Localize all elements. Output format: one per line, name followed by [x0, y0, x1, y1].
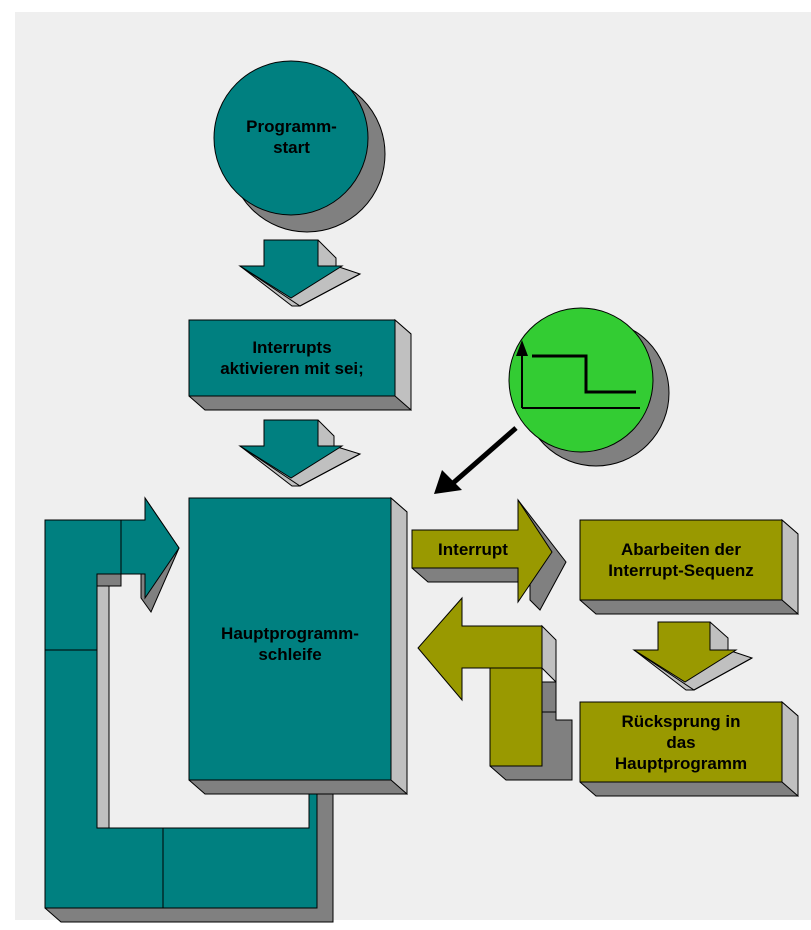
down-arrow-2	[238, 419, 362, 487]
interrupt-arrow	[411, 498, 567, 611]
down-arrow-1	[238, 239, 362, 307]
program-start-label: Programm-start	[246, 117, 337, 157]
falling-edge-signal-icon	[516, 340, 640, 409]
interrupt-label: Interrupt	[438, 539, 508, 559]
down-arrow-3	[632, 621, 754, 691]
return-box	[579, 700, 799, 798]
enable-interrupts-box	[188, 318, 412, 412]
program-start-node	[213, 60, 386, 233]
signal-source-node	[508, 307, 670, 467]
main-loop-label: Hauptprogramm-schleife	[221, 624, 359, 664]
main-loop-box	[188, 496, 408, 796]
signal-arrow	[434, 426, 518, 494]
process-sequence-box	[579, 518, 799, 616]
return-arrow	[417, 596, 573, 781]
loop-back-path	[44, 496, 334, 923]
